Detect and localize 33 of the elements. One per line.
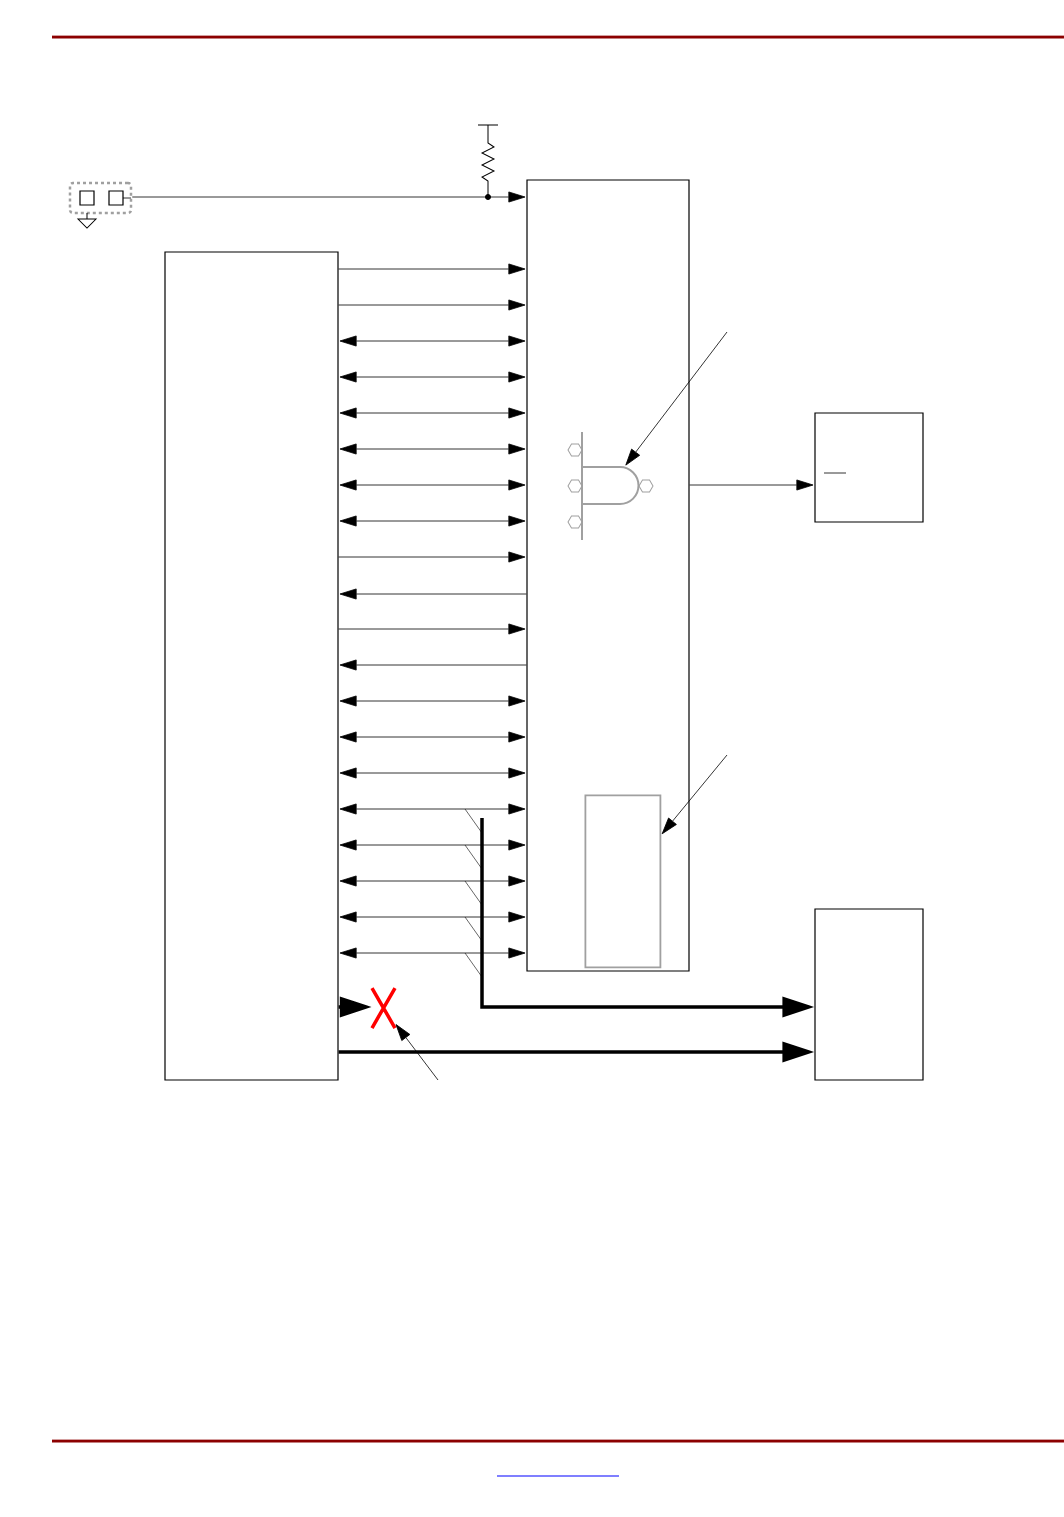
arrow [339, 443, 526, 455]
cross-mark [370, 986, 397, 1030]
arrow [339, 515, 526, 527]
arrow [338, 623, 526, 635]
arrow [339, 875, 526, 887]
arrow [338, 299, 526, 311]
arrow [339, 911, 526, 923]
arrow [339, 947, 526, 959]
inner-block [584, 794, 662, 969]
arrow [338, 263, 526, 275]
arrow [339, 588, 527, 600]
gate-symbol [567, 431, 654, 541]
arrow [689, 479, 814, 491]
arrow [339, 839, 526, 851]
arrow [339, 731, 526, 743]
block [526, 179, 690, 972]
arrow [339, 335, 526, 347]
leader-line [395, 1024, 439, 1081]
block [164, 251, 339, 1081]
jumper-symbol [68, 181, 133, 215]
block [814, 412, 924, 523]
arrow [339, 767, 526, 779]
arrow [339, 695, 526, 707]
block [814, 908, 924, 1081]
leader-line [661, 754, 728, 835]
arrow [339, 479, 526, 491]
arrow [339, 659, 527, 671]
arrow [338, 551, 526, 563]
leader-line [625, 331, 728, 466]
arrow [339, 371, 526, 383]
arrow [339, 407, 526, 419]
arrow [339, 803, 526, 815]
arrow [131, 191, 526, 203]
